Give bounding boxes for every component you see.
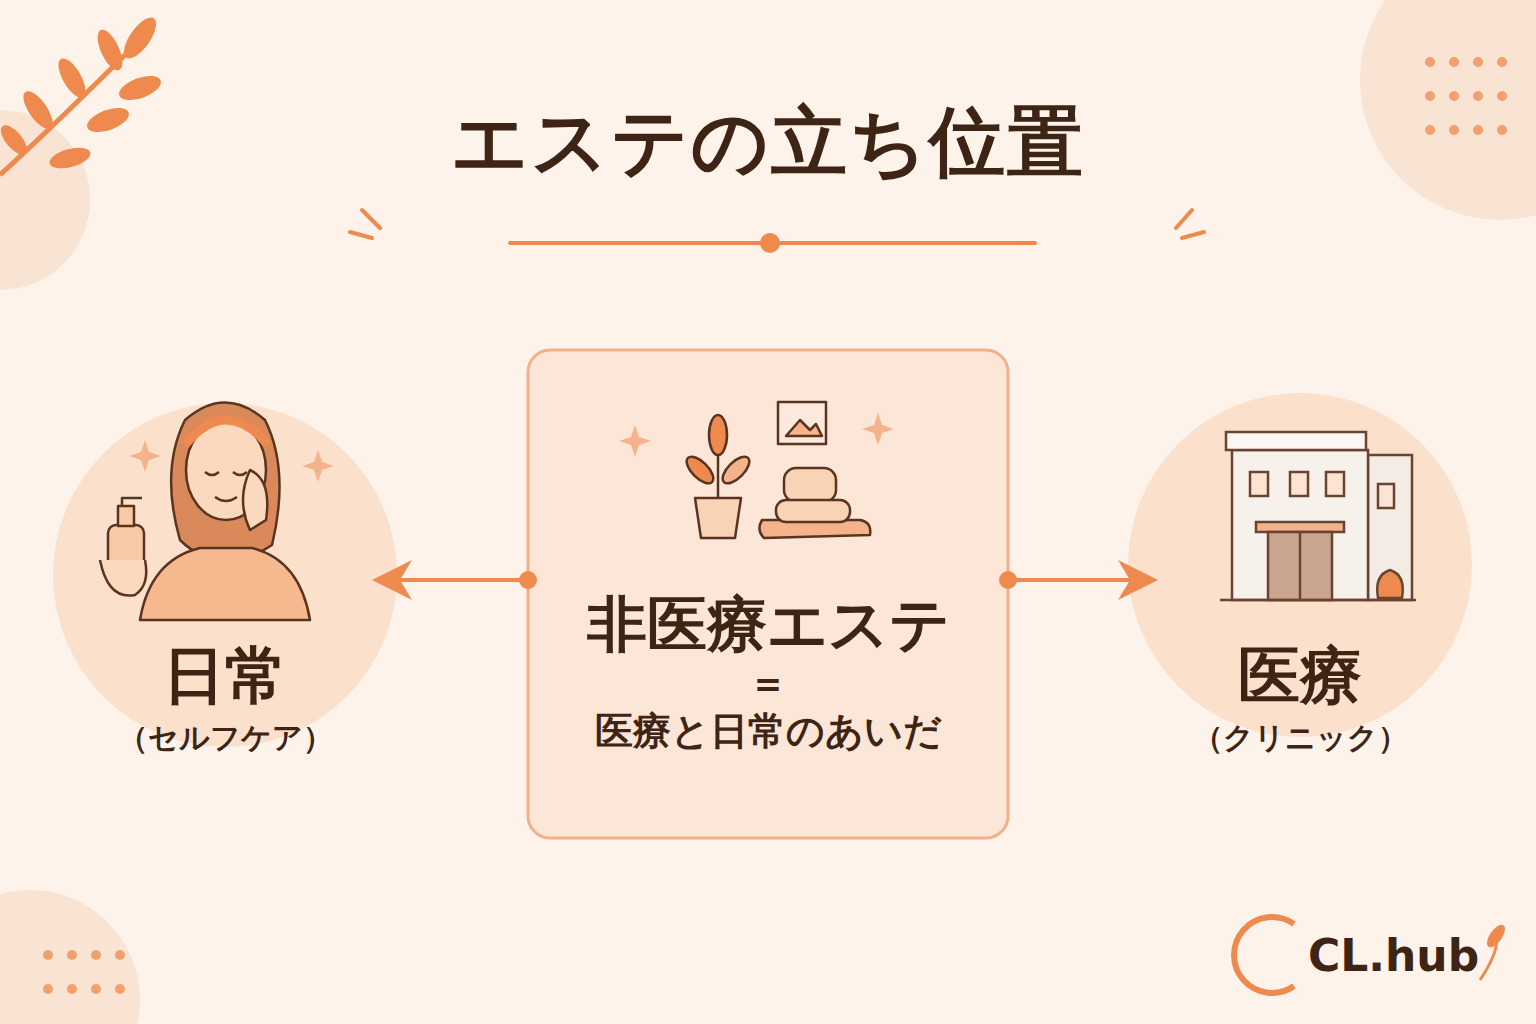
- selfcare-circle: [53, 403, 397, 747]
- clinic-circle: [1128, 393, 1472, 737]
- node-subtext: （クリニック）: [1193, 721, 1408, 756]
- title: エステの立ち位置: [0, 92, 1536, 195]
- dot-grid: [1425, 57, 1507, 135]
- node-subtext: 医療と日常のあいだ: [595, 710, 942, 754]
- dot-grid: [43, 950, 125, 994]
- node-heading: 非医療エステ: [587, 590, 950, 659]
- node-subtext: =: [754, 665, 783, 704]
- corner-blob: [0, 890, 140, 1024]
- esthetic-node: 非医療エステ = 医療と日常のあいだ: [540, 590, 996, 754]
- logo-mark: [1234, 917, 1508, 993]
- logo-text: CL.hub: [1308, 930, 1479, 981]
- node-heading: 日常: [163, 640, 287, 711]
- corner-blob: [1360, 0, 1536, 220]
- clinic-building: [1220, 432, 1416, 600]
- center-panel: [528, 350, 1008, 838]
- connector-arrow: [380, 571, 537, 589]
- connector-arrow: [999, 571, 1150, 589]
- leaf-branch: [0, 13, 164, 175]
- title-underline: [350, 210, 1204, 253]
- salon-icons: [682, 402, 870, 538]
- node-heading: 医療: [1238, 640, 1362, 711]
- corner-blob: [0, 110, 90, 290]
- node-subtext: （セルフケア）: [118, 721, 333, 756]
- selfcare-node: 日常 （セルフケア）: [70, 640, 380, 756]
- woman-illustration: [100, 403, 310, 621]
- clinic-node: 医療 （クリニック）: [1145, 640, 1455, 756]
